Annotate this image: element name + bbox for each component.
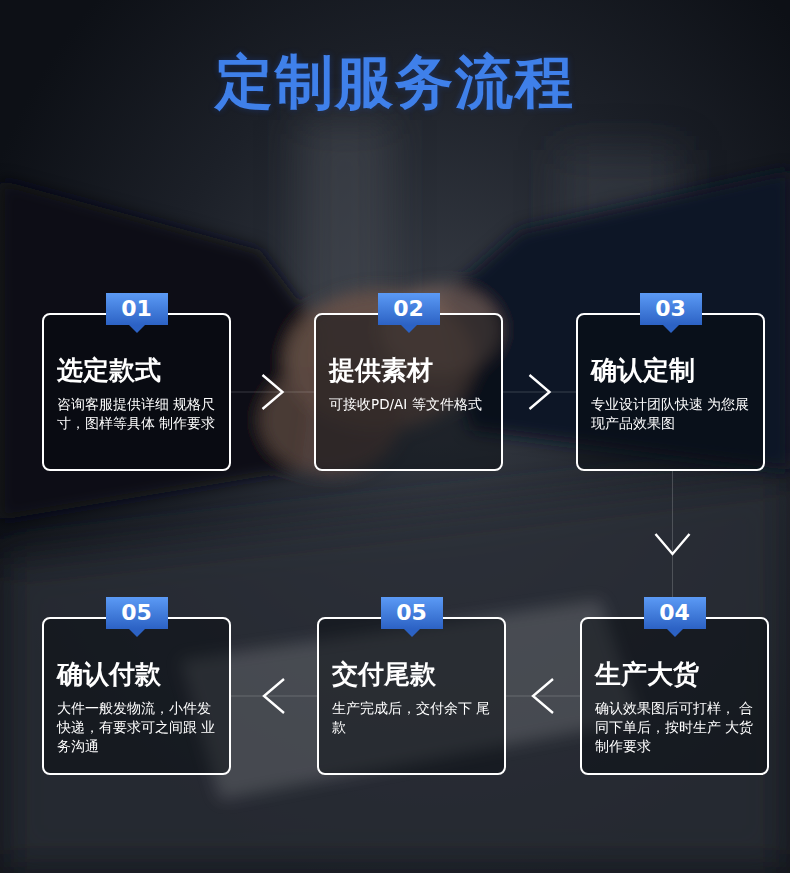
step-number: 03 [640, 293, 702, 325]
chevron-arrowhead [264, 679, 284, 713]
step-description: 可接收PD/AI 等文件格式 [329, 395, 489, 414]
step-heading: 生产大货 [595, 657, 755, 691]
process-box: 04生产大货确认效果图后可打样， 合同下单后，按时生产 大货制作要求 [580, 617, 769, 775]
step-description: 咨询客服提供详细 规格尺寸，图样等具体 制作要求 [57, 395, 217, 433]
chevron-arrowhead [530, 375, 550, 409]
flow-connector [231, 679, 317, 713]
step-number: 02 [378, 293, 440, 325]
chevron-arrowhead [263, 375, 283, 409]
process-box: 05交付尾款生产完成后，交付余下 尾款 [317, 617, 506, 775]
diagram-title: 定制服务流程 [0, 44, 790, 122]
connector-line [503, 392, 576, 393]
step-description: 专业设计团队快速 为您展现产品效果图 [591, 395, 751, 433]
step-number: 01 [106, 293, 168, 325]
chevron-arrowhead [533, 679, 553, 713]
step-number: 05 [381, 597, 443, 629]
step-heading: 确认付款 [57, 657, 217, 691]
step-heading: 提供素材 [329, 353, 489, 387]
connector-line [231, 696, 317, 697]
flow-connector [231, 375, 314, 409]
step-description: 大件一般发物流，小件发 快递，有要求可之间跟 业务沟通 [57, 699, 217, 756]
step-heading: 选定款式 [57, 353, 217, 387]
process-box: 02提供素材可接收PD/AI 等文件格式 [314, 313, 503, 471]
step-heading: 交付尾款 [332, 657, 492, 691]
step-description: 生产完成后，交付余下 尾款 [332, 699, 492, 737]
chevron-arrowhead [656, 534, 690, 554]
handshake-figure [0, 170, 790, 800]
background-blur [0, 120, 790, 873]
connector-line [506, 696, 580, 697]
flow-connector [506, 679, 580, 713]
step-number: 05 [106, 597, 168, 629]
flow-connector [503, 375, 576, 409]
connector-line [231, 392, 314, 393]
process-box: 01选定款式咨询客服提供详细 规格尺寸，图样等具体 制作要求 [42, 313, 231, 471]
flow-connector [656, 471, 690, 617]
step-heading: 确认定制 [591, 353, 751, 387]
process-box: 05确认付款大件一般发物流，小件发 快递，有要求可之间跟 业务沟通 [42, 617, 231, 775]
process-box: 03确认定制专业设计团队快速 为您展现产品效果图 [576, 313, 765, 471]
step-description: 确认效果图后可打样， 合同下单后，按时生产 大货制作要求 [595, 699, 755, 756]
connector-line [672, 471, 673, 617]
step-number: 04 [644, 597, 706, 629]
